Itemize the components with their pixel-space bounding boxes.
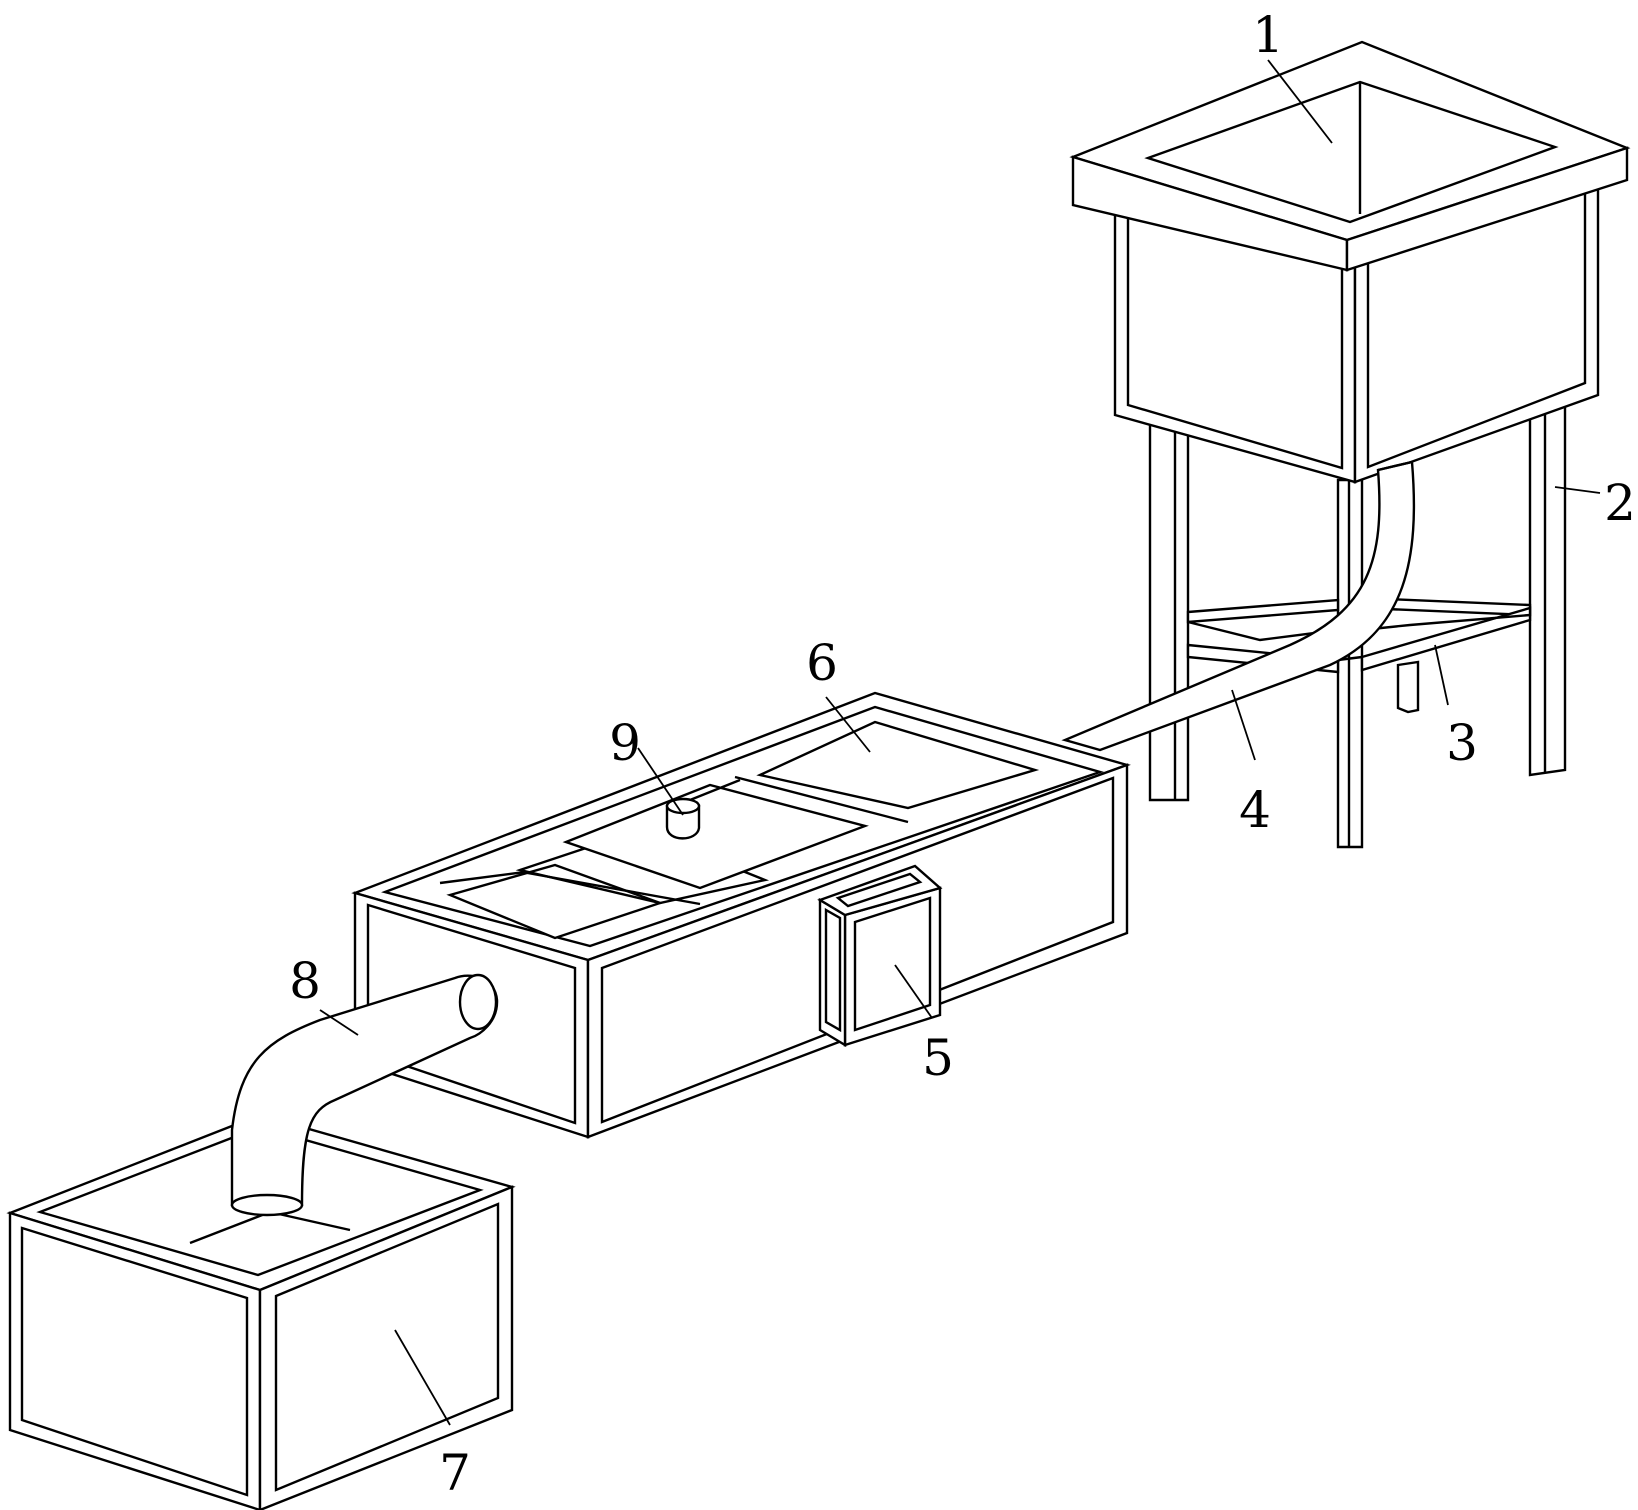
hopper bbox=[1069, 40, 1631, 484]
outlet-pipe bbox=[230, 973, 499, 1217]
side-box-top-face bbox=[817, 864, 943, 917]
leader-1 bbox=[1267, 59, 1333, 144]
leg-back-right bbox=[1528, 395, 1567, 777]
feed-pipe bbox=[1061, 460, 1416, 752]
side-box-left-face bbox=[818, 897, 847, 1048]
brace-front-right bbox=[1360, 606, 1532, 672]
leader-3 bbox=[1434, 644, 1449, 706]
leader-lines bbox=[319, 59, 1601, 1426]
label-4: 4 bbox=[1239, 781, 1271, 839]
feed-pipe-body bbox=[1061, 460, 1416, 752]
top-cap bbox=[665, 797, 701, 840]
leg-back-left bbox=[1396, 660, 1420, 714]
label-2: 2 bbox=[1604, 474, 1636, 532]
leader-5 bbox=[894, 964, 933, 1019]
label-6: 6 bbox=[806, 634, 838, 692]
leader-6 bbox=[825, 696, 871, 753]
cap-body bbox=[665, 804, 701, 840]
cap-top bbox=[665, 797, 701, 815]
main-tank bbox=[351, 691, 1131, 1139]
label-9: 9 bbox=[609, 714, 641, 772]
label-5: 5 bbox=[922, 1029, 954, 1087]
side-box bbox=[817, 864, 943, 1048]
hopper-rim-front-right bbox=[1345, 146, 1629, 272]
label-3: 3 bbox=[1446, 714, 1478, 772]
leader-7 bbox=[394, 1329, 451, 1426]
top-panel-middle bbox=[562, 783, 869, 890]
leader-2 bbox=[1554, 486, 1601, 494]
label-7: 7 bbox=[439, 1444, 471, 1502]
part-labels: 1 2 3 4 5 6 7 8 9 bbox=[289, 6, 1636, 1502]
collection-box-right-face bbox=[258, 1185, 514, 1510]
label-8: 8 bbox=[289, 952, 321, 1010]
label-1: 1 bbox=[1252, 6, 1284, 64]
outlet-pipe-mouth bbox=[230, 1193, 304, 1217]
top-panel-right bbox=[756, 720, 1040, 810]
hopper-opening bbox=[1144, 80, 1559, 224]
leader-9 bbox=[637, 747, 684, 816]
leader-8 bbox=[319, 1009, 359, 1036]
brace-back-left bbox=[1186, 598, 1340, 624]
leader-4 bbox=[1231, 689, 1256, 761]
leg-front-left bbox=[1148, 413, 1190, 802]
outlet-pipe-end bbox=[458, 973, 498, 1031]
